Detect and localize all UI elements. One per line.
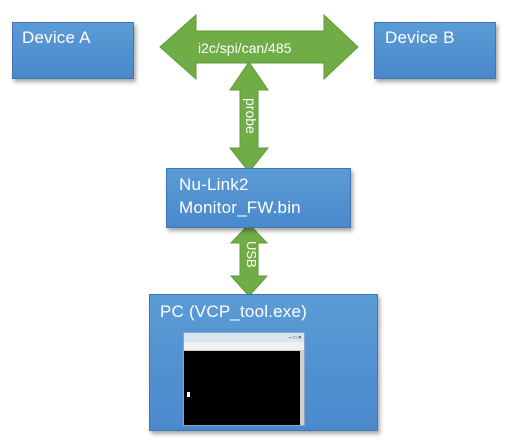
bus-label: i2c/spi/can/485	[198, 40, 292, 56]
terminal-titlebar: ─ □ ✕	[184, 333, 304, 342]
nulink-firmware: Monitor_FW.bin	[179, 198, 301, 217]
device-a-box: Device A	[12, 22, 134, 79]
nulink-box: Nu-Link2 Monitor_FW.bin	[166, 168, 351, 228]
cursor-icon	[187, 391, 190, 397]
window-buttons-icon: ─ □ ✕	[288, 335, 302, 341]
pc-label: PC (VCP_tool.exe)	[160, 302, 308, 321]
device-b-label: Device B	[385, 28, 455, 47]
nulink-name: Nu-Link2	[179, 175, 249, 194]
device-b-box: Device B	[374, 22, 496, 79]
nulink-label: Nu-Link2 Monitor_FW.bin	[179, 173, 301, 219]
probe-label: probe	[243, 98, 259, 134]
terminal-console	[184, 351, 304, 400]
device-a-label: Device A	[22, 28, 91, 47]
bus-arrow	[159, 13, 359, 81]
terminal-screenshot: ─ □ ✕	[183, 332, 305, 426]
terminal-scrollbar	[300, 351, 304, 425]
usb-label: USB	[244, 241, 259, 268]
terminal-menubar	[184, 342, 304, 351]
